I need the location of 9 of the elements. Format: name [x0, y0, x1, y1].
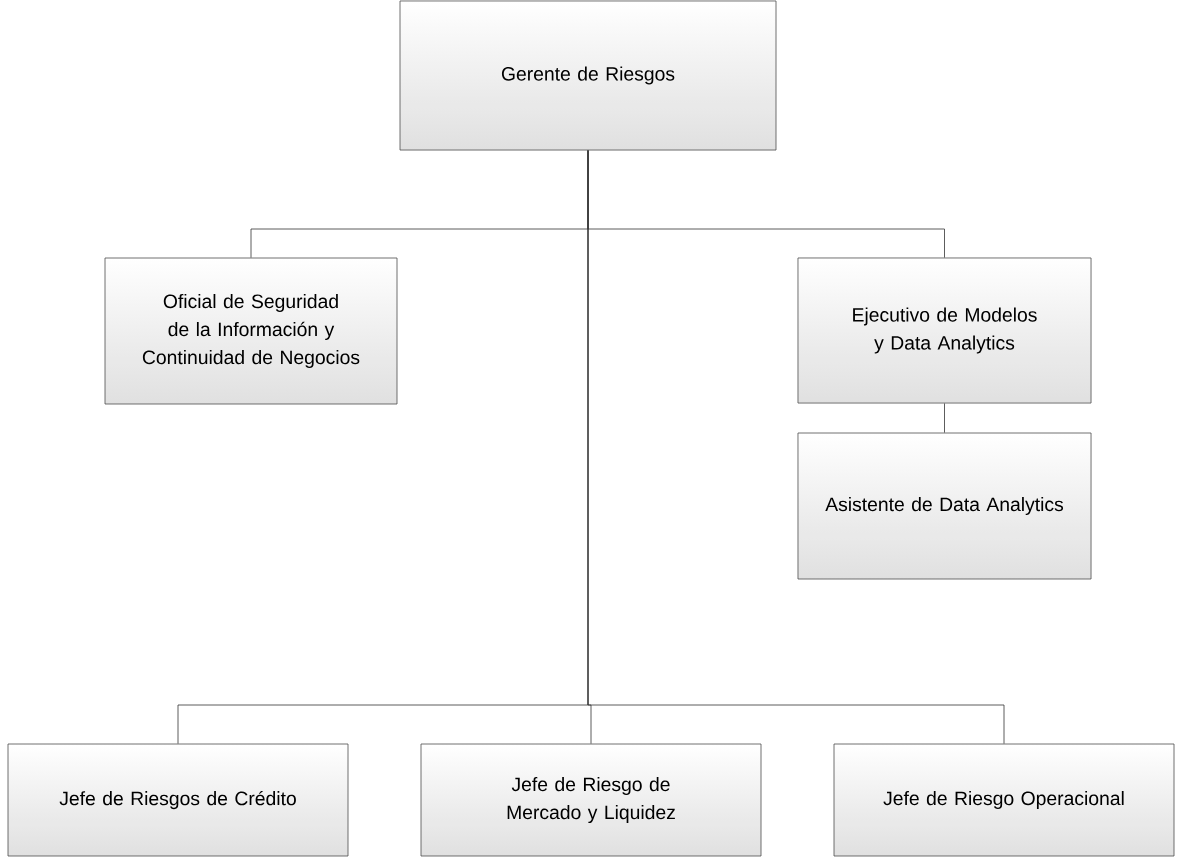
- org-box: Ejecutivo de Modelos y Data Analytics: [797, 257, 1092, 404]
- org-box: Asistente de Data Analytics: [797, 432, 1092, 580]
- org-box: Jefe de Riesgos de Crédito: [7, 743, 349, 857]
- org-box: Jefe de Riesgo Operacional: [833, 743, 1175, 857]
- org-box: Jefe de Riesgo de Mercado y Liquidez: [420, 743, 762, 857]
- connector-line: [587, 150, 1005, 744]
- connector-line: [944, 403, 945, 433]
- org-box: Oficial de Seguridad de la Información y Continuidad de Negocios: [104, 257, 398, 405]
- org-box: Gerente de Riesgos: [399, 0, 777, 151]
